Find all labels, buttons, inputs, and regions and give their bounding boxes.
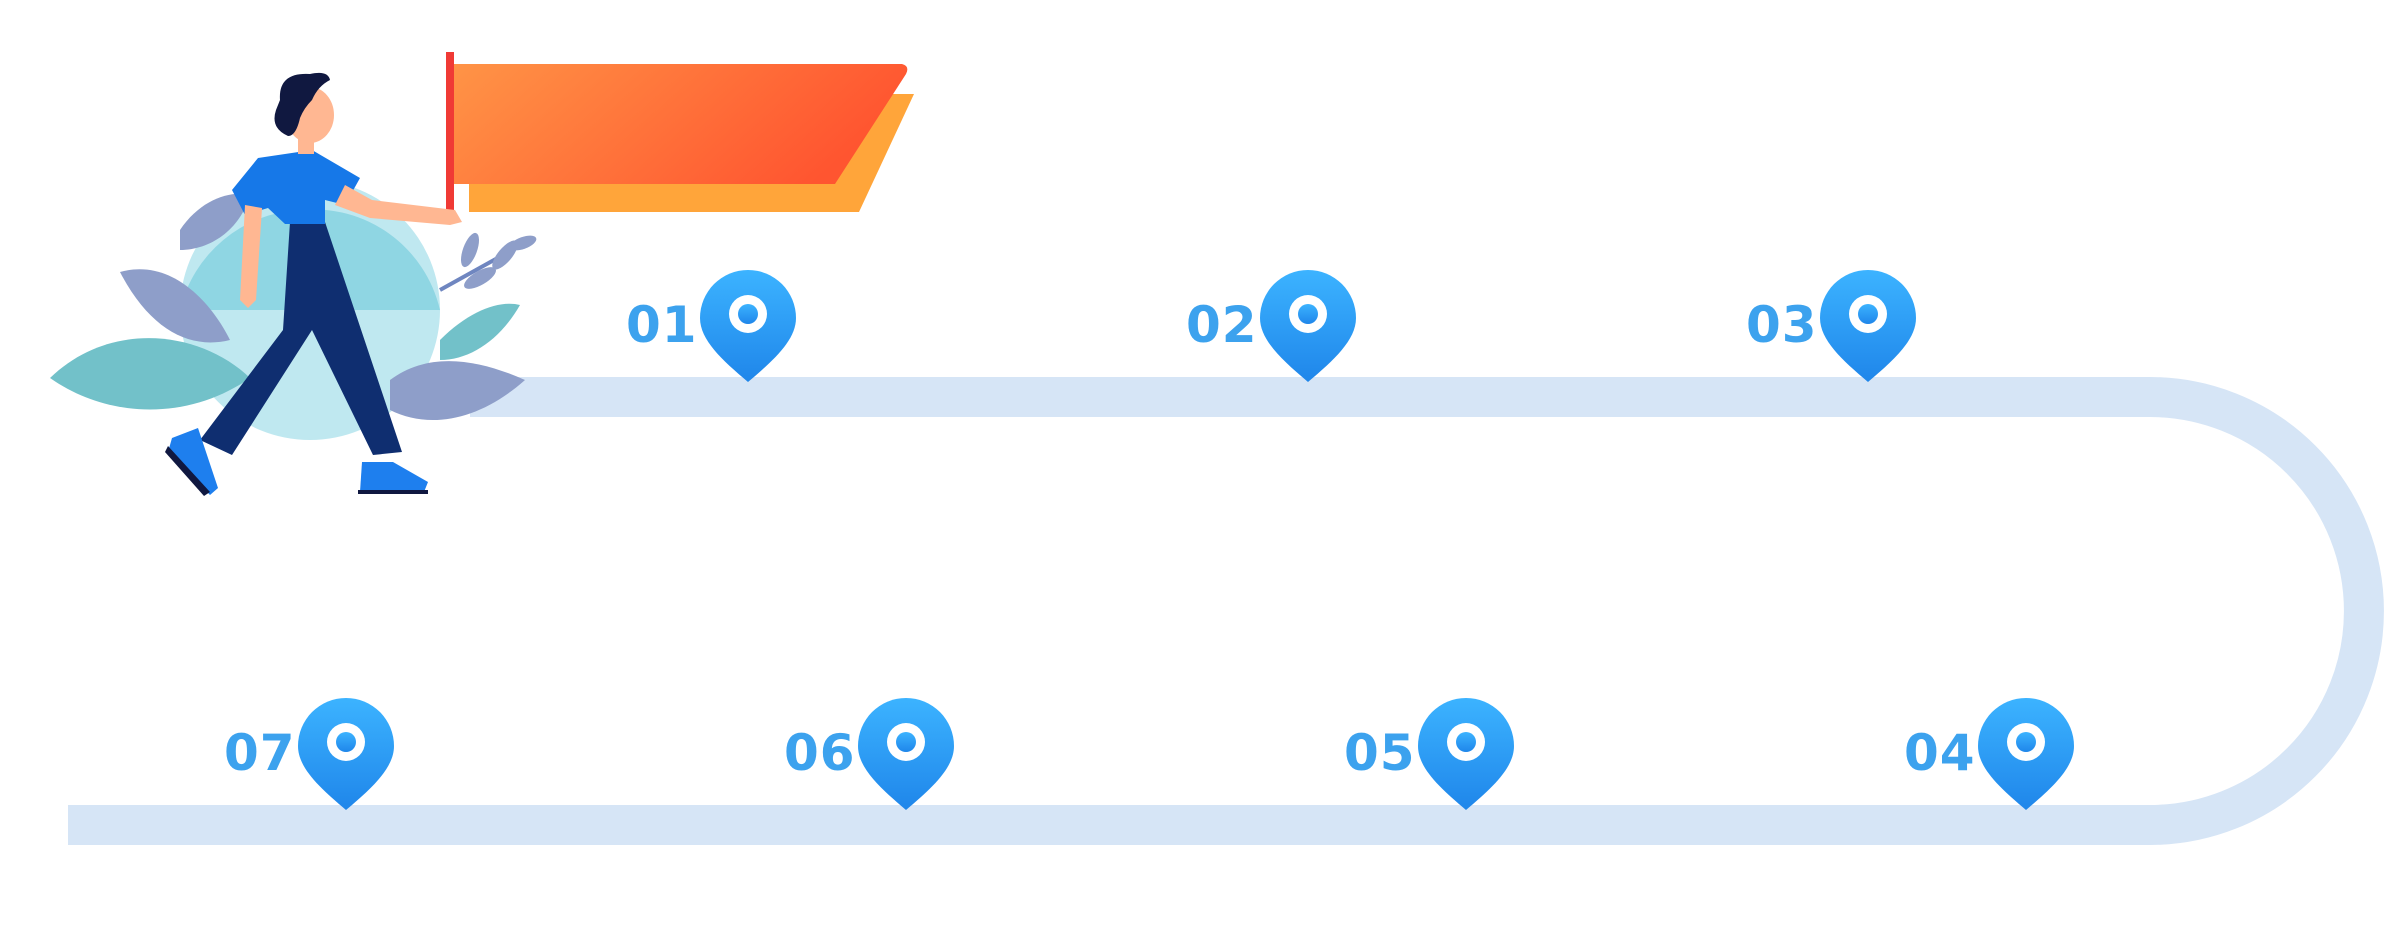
timeline-road: [68, 377, 2384, 845]
location-pin-icon: [1978, 698, 2074, 810]
step-label-06: 06: [784, 724, 856, 782]
location-pin-icon: [858, 698, 954, 810]
location-pin-icon: [298, 698, 394, 810]
person-with-flag-illustration: [50, 52, 914, 496]
step-marker-01: 01: [626, 270, 796, 382]
step-label-05: 05: [1344, 724, 1416, 782]
location-pin-icon: [1418, 698, 1514, 810]
location-pin-icon: [1260, 270, 1356, 382]
step-label-01: 01: [626, 296, 698, 354]
step-marker-03: 03: [1746, 270, 1916, 382]
location-pin-icon: [1820, 270, 1916, 382]
step-marker-06: 06: [784, 698, 954, 810]
flag-icon: [446, 52, 914, 214]
step-marker-04: 04: [1904, 698, 2074, 810]
step-label-04: 04: [1904, 724, 1976, 782]
location-pin-icon: [700, 270, 796, 382]
step-label-02: 02: [1186, 296, 1258, 354]
step-label-03: 03: [1746, 296, 1818, 354]
step-marker-02: 02: [1186, 270, 1356, 382]
step-marker-07: 07: [224, 698, 394, 810]
step-marker-05: 05: [1344, 698, 1514, 810]
step-label-07: 07: [224, 724, 296, 782]
